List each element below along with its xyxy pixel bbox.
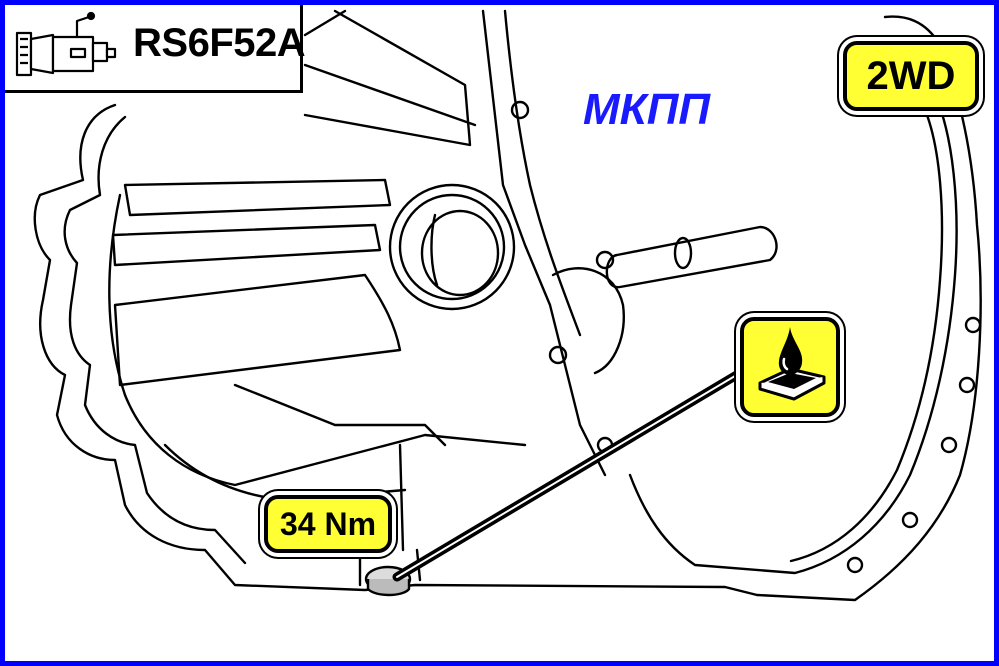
housing-column-inner: [503, 9, 582, 337]
model-header: RS6F52A: [5, 5, 306, 93]
rib-lower: [113, 273, 402, 387]
model-code: RS6F52A: [133, 21, 306, 65]
input-shaft-sleeve: [430, 213, 439, 287]
oil-drop-icon: [758, 327, 826, 401]
leader-line-highlight: [396, 372, 741, 578]
shift-shaft: [605, 225, 778, 289]
bell-housing-flange: [63, 115, 247, 565]
gasket-flange: [628, 93, 958, 575]
bolt-hole: [548, 345, 568, 365]
bell-housing-outline: [33, 15, 982, 602]
housing-boss: [551, 267, 625, 375]
oil-drain-badge: [740, 317, 840, 417]
input-shaft-bore-outer: [388, 183, 516, 311]
bolt-hole: [958, 376, 976, 394]
rib-middle: [111, 223, 382, 267]
transmission-type-title: МКПП: [583, 85, 710, 134]
bell-inner-curve: [108, 193, 527, 487]
bolt-hole: [510, 100, 530, 120]
housing-rib: [303, 63, 477, 127]
gasket-flange-inner: [789, 103, 944, 563]
shift-shaft-end: [673, 236, 693, 270]
bolt-hole: [595, 250, 615, 270]
input-shaft-bore-middle: [398, 193, 506, 301]
bolt-hole: [940, 436, 958, 454]
rib-upper: [123, 178, 392, 217]
input-shaft-bore-inner: [420, 209, 500, 297]
bolt-hole: [846, 556, 864, 574]
housing-column: [481, 9, 607, 477]
bolt-hole: [964, 316, 982, 334]
drive-type-badge: 2WD: [843, 41, 979, 111]
transmission-icon: [15, 11, 117, 77]
torque-spec-badge: 34 Nm: [264, 495, 392, 553]
bolt-hole: [901, 511, 919, 529]
housing-top-edge: [303, 9, 472, 147]
bell-inner-curve-3: [233, 383, 447, 447]
transmission-housing-drawing: [33, 9, 982, 602]
